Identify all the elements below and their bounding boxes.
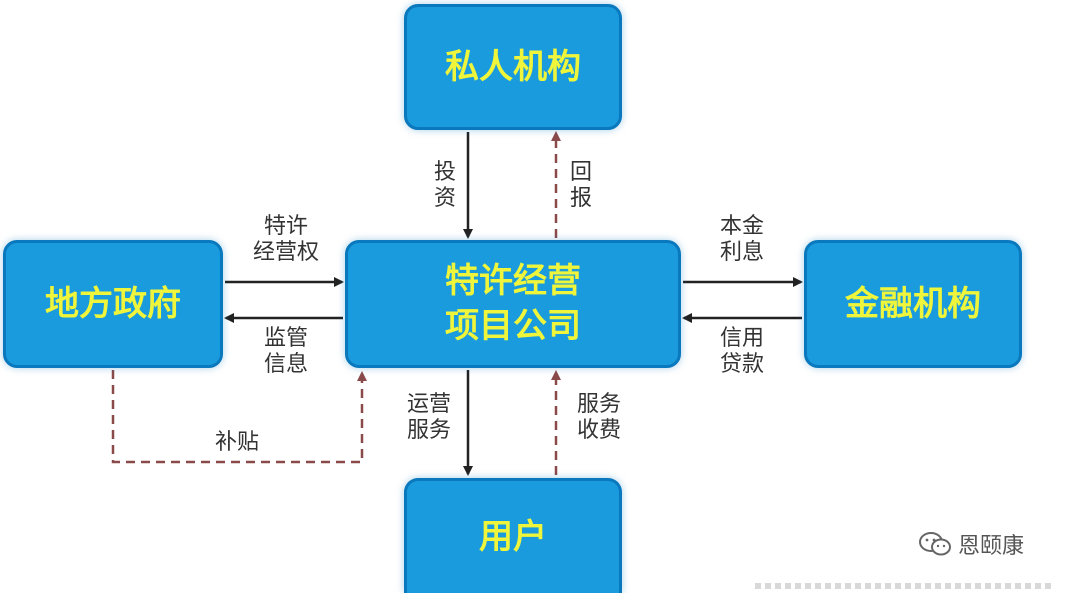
node-private-label: 私人机构 [445,46,581,87]
watermark: 恩颐康 [918,528,1024,560]
edge-label-principal: 本金 利息 [719,214,764,266]
edge-label-invest: 投资 [433,160,456,212]
edge-label-service: 运营 服务 [406,392,451,444]
node-user-label: 用户 [479,516,547,557]
node-center-label: 特许经营 项目公司 [445,261,581,346]
edge-label-supervision: 监管 信息 [263,326,308,378]
faded-footnote [755,583,1055,589]
node-local-government: 地方政府 [3,240,223,368]
edge-label-fee: 服务 收费 [576,392,621,444]
node-fin-label: 金融机构 [845,283,981,324]
wechat-icon [919,532,951,556]
node-franchise-project-company: 特许经营 项目公司 [345,240,681,368]
edge-label-return: 回报 [569,160,592,212]
edge-label-credit: 信用 贷款 [719,326,764,378]
watermark-text: 恩颐康 [958,534,1025,559]
edge-label-franchise: 特许 经营权 [252,214,319,266]
node-user: 用户 [404,478,622,593]
node-private-institution: 私人机构 [404,4,622,130]
edge-label-subsidy: 补贴 [214,430,259,455]
node-gov-label: 地方政府 [45,283,181,324]
edge-subsidy [111,370,367,464]
node-financial-institution: 金融机构 [804,240,1022,368]
